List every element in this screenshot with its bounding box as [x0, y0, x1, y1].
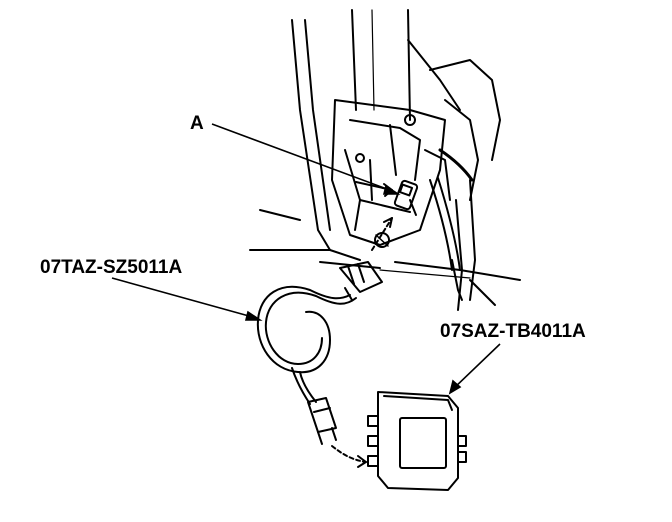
leader-lines — [111, 123, 501, 395]
cable-plug — [307, 397, 337, 445]
test-cable — [256, 285, 357, 405]
vehicle-harness — [429, 148, 474, 301]
engage-arrow — [371, 217, 393, 251]
pillar-structure — [249, 9, 521, 311]
callout-a: A — [190, 113, 204, 134]
plug-arrow — [331, 445, 367, 463]
callout-cable-part-number: 07TAZ-SZ5011A — [40, 257, 183, 278]
tester-box — [367, 391, 467, 491]
test-harness-connector — [339, 261, 383, 301]
callout-box-part-number: 07SAZ-TB4011A — [440, 321, 586, 342]
connector-a — [393, 179, 419, 216]
mount-bracket — [331, 99, 451, 248]
